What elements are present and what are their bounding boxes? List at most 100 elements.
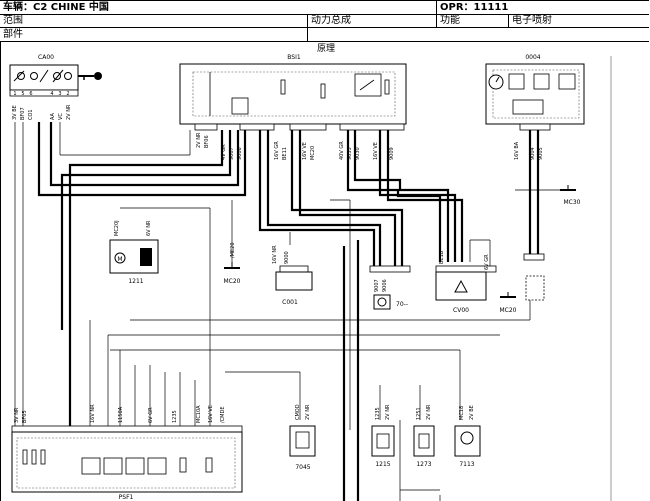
thick-wires: [37, 122, 540, 501]
c1215-label: 1215: [375, 461, 390, 468]
svg-text:CMOD: CMOD: [295, 404, 301, 420]
svg-text:16V NR: 16V NR: [272, 245, 278, 264]
header-row-part: 部件: [0, 28, 649, 42]
opr-cell: OPR：11111: [436, 1, 649, 14]
c7045-label: 7045: [295, 464, 310, 471]
svg-text:9006: 9006: [382, 279, 388, 292]
svg-text:CO1: CO1: [28, 109, 34, 120]
svg-text:BF07: BF07: [20, 107, 26, 120]
svg-text:VC: VC: [58, 113, 64, 120]
gauge-icon: [488, 74, 504, 90]
svg-text:6V GR: 6V GR: [148, 407, 154, 423]
svg-text:16V VE: 16V VE: [302, 142, 308, 160]
svg-text:/CMDE: /CMDE: [220, 407, 226, 424]
svg-text:1: 1: [13, 91, 16, 97]
svg-text:2: 2: [66, 91, 69, 97]
svg-text:2V NR: 2V NR: [305, 404, 311, 420]
ground-mc30: MC30: [560, 185, 581, 206]
svg-text:3V BE: 3V BE: [12, 105, 18, 120]
component-70: 70--: [369, 265, 411, 310]
component-cv00: CV00: [435, 265, 497, 314]
thin-wires: [14, 122, 569, 501]
svg-text:MC20J: MC20J: [114, 220, 120, 236]
system-value: 动力总成: [307, 14, 436, 27]
svg-text:9007: 9007: [374, 279, 380, 292]
svg-text:2V NR: 2V NR: [196, 132, 202, 148]
svg-text:9009: 9009: [389, 147, 395, 160]
component-7113: 7113: [454, 425, 481, 468]
svg-text:3: 3: [58, 91, 61, 97]
ca00-label: CA00: [38, 54, 54, 61]
svg-text:1251: 1251: [416, 407, 422, 420]
svg-text:1235: 1235: [172, 410, 178, 423]
opr-value: 11111: [473, 2, 509, 13]
header-row-vehicle: 车辆：C2 CHINE 中国 OPR：11111: [0, 0, 649, 15]
component-0004: 0004: [485, 54, 585, 131]
svg-text:9000: 9000: [284, 251, 290, 264]
svg-text:BE1B: BE1B: [439, 250, 445, 264]
function-label: 功能: [436, 14, 508, 27]
svg-text:9006: 9006: [237, 147, 243, 160]
svg-text:3V NR: 3V NR: [14, 407, 20, 423]
svg-text:16V BA: 16V BA: [514, 141, 520, 160]
svg-text:6V GR: 6V GR: [484, 254, 490, 270]
svg-text:6: 6: [29, 91, 32, 97]
svg-text:9030: 9030: [355, 147, 361, 160]
svg-text:MC20: MC20: [499, 307, 516, 314]
ground-mc20a: MC20: [223, 262, 241, 285]
svg-text:2V NR: 2V NR: [385, 404, 391, 420]
c004-box: [485, 63, 585, 125]
component-7045: 7045: [289, 425, 316, 471]
c1211-label: 1211: [128, 278, 143, 285]
svg-text:40V GR: 40V GR: [339, 141, 345, 160]
wire-labels: 3V BE BF07 CO1 AA VC 2V NR 2V NR BF06 4V…: [12, 104, 544, 423]
svg-text:4: 4: [50, 91, 53, 97]
component-1211: M 1211: [109, 239, 159, 285]
svg-text:16V GR: 16V GR: [274, 141, 280, 160]
c1273-label: 1273: [416, 461, 431, 468]
c004-label: 0004: [525, 54, 540, 61]
svg-text:M: M: [117, 256, 122, 263]
component-c001: C001: [275, 265, 313, 306]
svg-text:MC20: MC20: [223, 278, 240, 285]
part-label: 部件: [3, 29, 23, 40]
svg-text:MC30: MC30: [563, 199, 580, 206]
bsi1-label: BSI1: [287, 54, 301, 61]
svg-text:/ME20: /ME20: [230, 242, 236, 258]
svg-text:16V VE: 16V VE: [208, 405, 214, 423]
svg-text:1235: 1235: [375, 407, 381, 420]
psf1-label: PSF1: [119, 494, 134, 501]
function-value: 电子喷射: [508, 14, 649, 27]
component-psf1: PSF1: [11, 425, 243, 501]
svg-text:MC10A: MC10A: [196, 405, 202, 423]
svg-text:16V NR: 16V NR: [90, 404, 96, 423]
c001-label: C001: [282, 299, 298, 306]
svg-text:2V BE: 2V BE: [469, 405, 475, 420]
opr-label: OPR：: [440, 2, 474, 13]
component-gs-connector: [523, 253, 545, 301]
c7113-label: 7113: [459, 461, 474, 468]
bsi1-fuses: [280, 79, 390, 99]
svg-text:BE11: BE11: [282, 147, 288, 160]
svg-text:9005: 9005: [538, 147, 544, 160]
svg-text:9004: 9004: [530, 147, 536, 160]
svg-text:1150A: 1150A: [118, 406, 124, 423]
bsi1-box: [179, 63, 407, 125]
svg-text:5: 5: [21, 91, 24, 97]
component-1273: 1273: [413, 425, 435, 468]
svg-text:BF06: BF06: [204, 135, 210, 148]
ground-mc20b: MC20: [499, 292, 517, 314]
svg-text:16V VE: 16V VE: [373, 142, 379, 160]
ca00-pins: [9, 89, 79, 97]
component-bsi1: BSI1: [179, 54, 407, 131]
vehicle-value: C2 CHINE 中国: [33, 2, 109, 13]
svg-text:6V NR: 6V NR: [146, 220, 152, 236]
header-table: 车辆：C2 CHINE 中国 OPR：11111 范围 动力总成 功能 电子喷射…: [0, 0, 650, 42]
svg-text:MC20: MC20: [310, 146, 316, 160]
section-title: 原理: [317, 43, 335, 54]
component-1215: 1215: [371, 425, 395, 468]
svg-text:9035: 9035: [347, 147, 353, 160]
vehicle-cell: 车辆：C2 CHINE 中国: [0, 1, 436, 14]
